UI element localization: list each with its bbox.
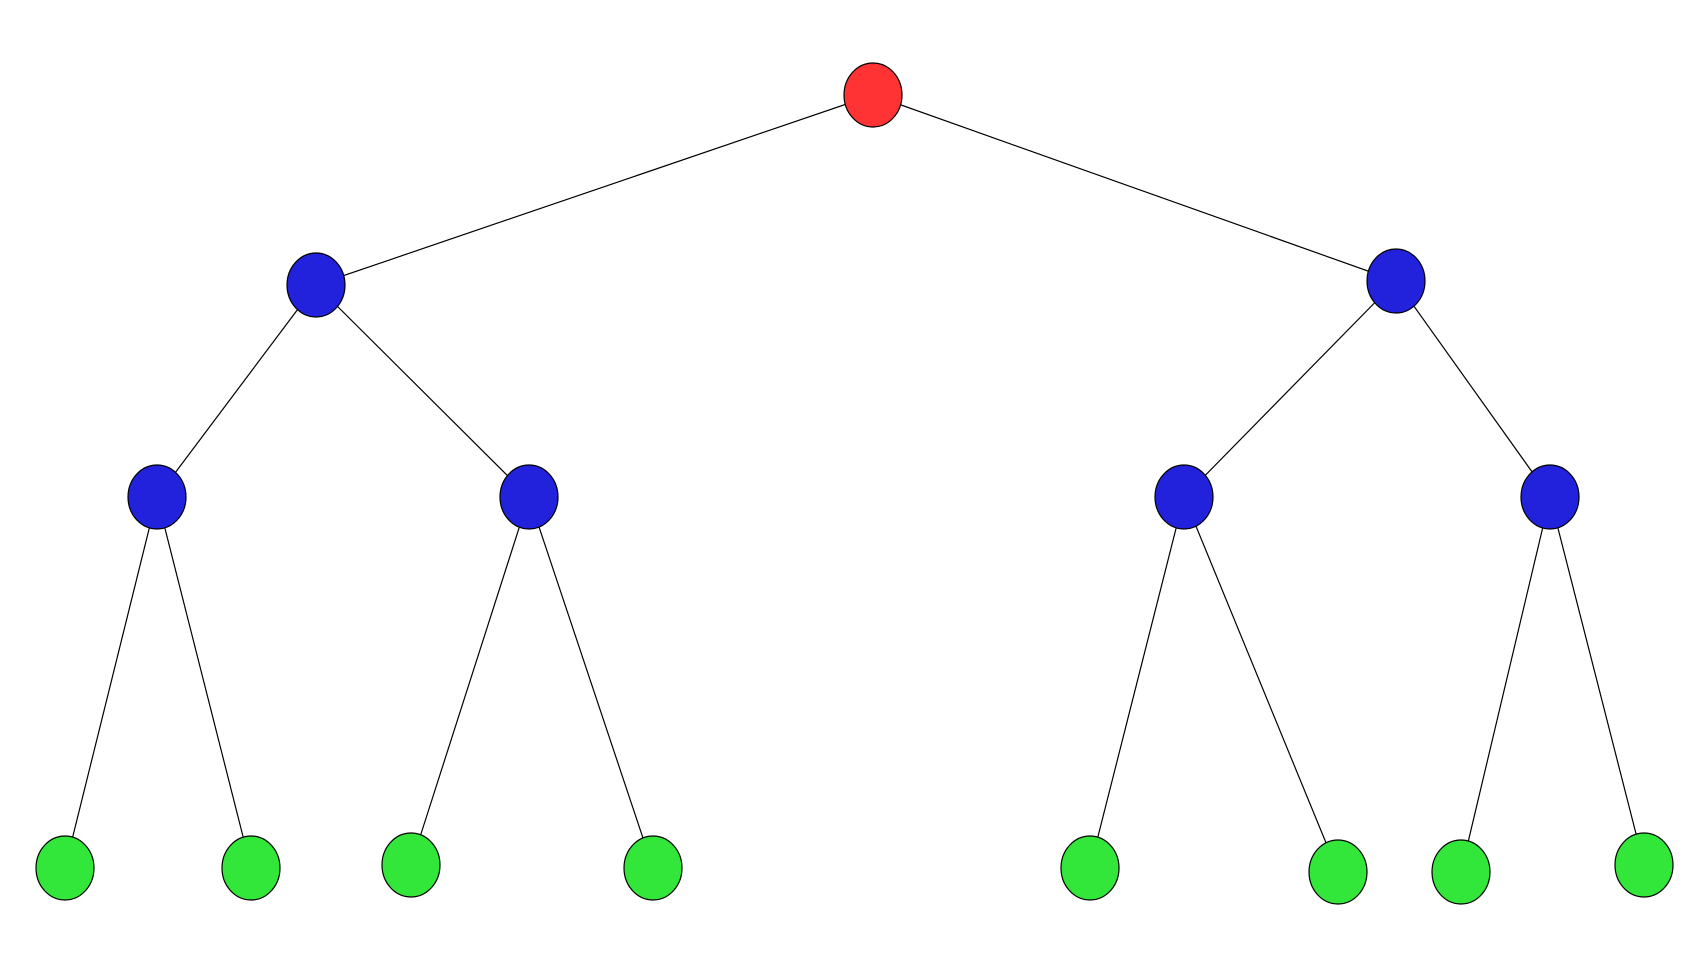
edge-l2-b-to-leaf-3 [410,496,530,866]
edge-l2-c-to-leaf-6 [1183,496,1339,873]
edge-l1-left-to-l2-a [156,284,317,498]
edge-l2-a-to-leaf-2 [156,496,252,869]
internal-node-l2-d [1520,464,1580,530]
edge-root-to-l1-right [872,94,1397,282]
internal-node-l1-left [286,252,346,318]
edge-l2-c-to-leaf-5 [1089,496,1185,869]
leaf-node-leaf-8 [1614,832,1674,898]
internal-node-l2-b [499,464,559,530]
edge-l2-a-to-leaf-1 [64,496,158,869]
nodes-layer [35,62,1674,905]
edge-l1-right-to-l2-c [1183,280,1397,498]
leaf-node-leaf-3 [381,832,441,898]
edge-l2-b-to-leaf-4 [528,496,654,869]
edge-l2-d-to-leaf-7 [1460,496,1551,873]
leaf-node-leaf-6 [1308,839,1368,905]
leaf-node-leaf-7 [1431,839,1491,905]
leaf-node-leaf-4 [623,835,683,901]
edges-layer [64,94,1645,873]
edge-l1-right-to-l2-d [1395,280,1551,498]
edge-l1-left-to-l2-b [315,284,530,498]
edge-root-to-l1-left [315,94,874,286]
internal-node-l2-a [127,464,187,530]
leaf-node-leaf-1 [35,835,95,901]
leaf-node-leaf-5 [1060,835,1120,901]
edge-l2-d-to-leaf-8 [1549,496,1645,866]
internal-node-l2-c [1154,464,1214,530]
leaf-node-leaf-2 [221,835,281,901]
root-node-root [843,62,903,128]
internal-node-l1-right [1366,248,1426,314]
